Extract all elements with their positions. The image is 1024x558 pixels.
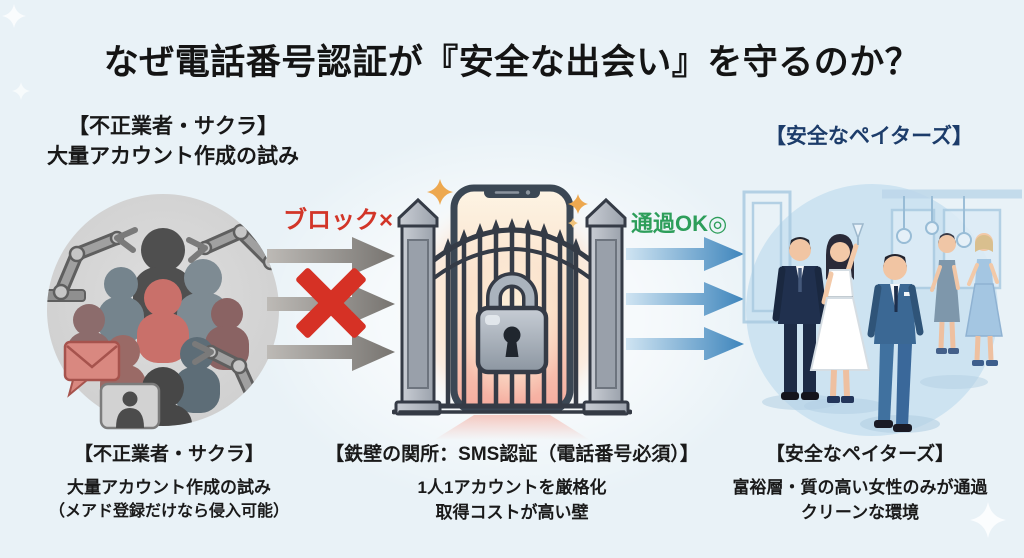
gate-pillar [582,197,630,416]
party-illustration [742,184,1022,436]
gate-illustration [392,179,632,440]
sparkle-icon [427,179,588,228]
caption-safe-line1: 富裕層・質の高い女性のみが通過 [732,477,988,497]
woman-figure [809,223,871,403]
blue-right-arrows [626,237,744,360]
spam-envelope-icon [63,340,121,398]
pendant-light-icon [896,196,972,248]
sparkle-icon [970,502,1006,538]
woman-figure [965,233,1003,366]
sparkle-icon [12,82,30,100]
caption-safe: 【安全なペイターズ】 富裕層・質の高い女性のみが通過 クリーンな環境 [710,441,1010,526]
caption-gate-line1: 1人1アカウントを厳格化 [417,477,607,497]
caption-gate-title: 【鉄壁の関所：SMS認証（電話番号必須）】 [325,444,699,465]
ground-line [392,409,632,415]
robot-arm-icon [47,227,138,302]
caption-fraud: 【不正業者・サクラ】 大量アカウント作成の試み （メアド登録だけなら侵入可能） [14,441,324,524]
fraud-header: 【不正業者・サクラ】 大量アカウント作成の試み [22,112,324,173]
champagne-glass-icon [851,223,865,245]
man-figure [772,237,828,400]
arrow-right-icon [626,237,744,271]
man-figure [867,254,924,432]
fraud-header-line1: 【不正業者・サクラ】 [68,115,278,138]
caption-gate-line2: 取得コストが高い壁 [435,503,589,522]
caption-safe-line2: クリーンな環境 [800,503,920,522]
sparkle-icon [2,4,26,28]
arrow-right-icon [267,333,395,371]
arrow-right-icon [626,282,744,316]
pass-label: 通過OK◎ [631,211,728,236]
caption-fraud-line1: 大量アカウント作成の試み [67,477,271,497]
safe-header: 【安全なペイターズ】 [764,125,974,148]
arrow-right-icon [626,327,744,360]
padlock-icon [475,272,549,375]
red-cross-mark [296,268,366,338]
gate-pillar [394,197,442,416]
caption-safe-title: 【安全なペイターズ】 [765,444,955,465]
caption-fraud-title: 【不正業者・サクラ】 [73,444,264,465]
woman-figure [930,233,960,354]
page-title: なぜ電話番号認証が『安全な出会い』を守るのか？ [103,43,921,82]
caption-gate: 【鉄壁の関所：SMS認証（電話番号必須）】 1人1アカウントを厳格化 取得コスト… [318,441,706,526]
fraud-header-line2: 大量アカウント作成の試み [47,145,299,169]
gray-right-arrows [267,237,395,371]
arrow-right-icon [267,237,395,275]
block-label: ブロック× [283,207,394,234]
fake-profile-card-icon [99,382,161,430]
caption-fraud-line2: （メアド登録だけなら侵入可能） [48,503,289,520]
fraud-crowd-illustration [47,194,279,430]
